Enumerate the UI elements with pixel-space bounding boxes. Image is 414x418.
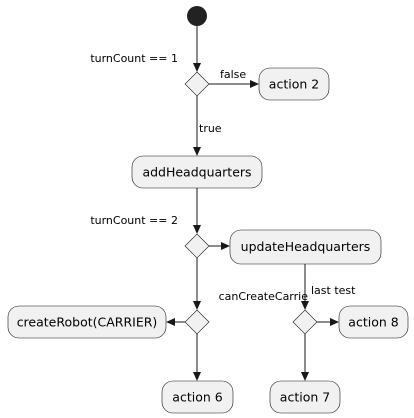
- action-2-label: action 2: [269, 77, 319, 92]
- action-8-box: [338, 305, 409, 339]
- branch-false-label: false: [220, 68, 246, 81]
- arrow-head: [301, 372, 309, 381]
- create-robot-node: createRobot(CARRIER): [7, 305, 167, 339]
- condition-turncount-1: turnCount == 1: [90, 52, 178, 65]
- decision-turncount-1: [184, 71, 210, 97]
- update-headquarters-label: updateHeadquarters: [241, 239, 371, 254]
- arrow-head: [166, 318, 175, 326]
- action-7-box: [269, 380, 341, 414]
- action-6-node: action 6: [161, 380, 234, 414]
- condition-turncount-2: turnCount == 2: [90, 214, 178, 227]
- arrow-head: [301, 301, 309, 310]
- arrow-head: [193, 372, 201, 381]
- arrow-head: [250, 80, 259, 88]
- condition-last-test: last test: [311, 284, 356, 297]
- action-7-node: action 7: [269, 380, 341, 414]
- decision-turncount-2: [184, 233, 210, 259]
- arrow-head: [221, 242, 230, 250]
- decision-last-test: [292, 309, 318, 335]
- edges: [166, 26, 339, 381]
- action-7-label: action 7: [280, 390, 330, 405]
- arrow-head: [193, 63, 201, 72]
- decision-can-create-carrier: [184, 309, 210, 335]
- add-headquarters-node: addHeadquarters: [131, 155, 263, 189]
- add-headquarters-box: [131, 155, 263, 189]
- arrow-head: [193, 147, 201, 156]
- update-headquarters-box: [229, 229, 382, 265]
- action-8-label: action 8: [348, 315, 398, 330]
- arrow-head: [193, 301, 201, 310]
- update-headquarters-node: updateHeadquarters: [229, 229, 382, 265]
- action-8-node: action 8: [338, 305, 409, 339]
- action-6-label: action 6: [172, 390, 222, 405]
- arrow-head: [193, 225, 201, 234]
- action-6-box: [161, 380, 234, 414]
- action-2-node: action 2: [258, 67, 330, 101]
- arrow-head: [330, 318, 339, 326]
- create-robot-box: [7, 305, 167, 339]
- start-node: [187, 6, 207, 26]
- action-2-box: [258, 67, 330, 101]
- branch-true-label: true: [199, 122, 222, 135]
- add-headquarters-label: addHeadquarters: [142, 165, 251, 180]
- condition-can-create-carrier: canCreateCarrie: [219, 290, 309, 303]
- create-robot-label: createRobot(CARRIER): [17, 315, 158, 330]
